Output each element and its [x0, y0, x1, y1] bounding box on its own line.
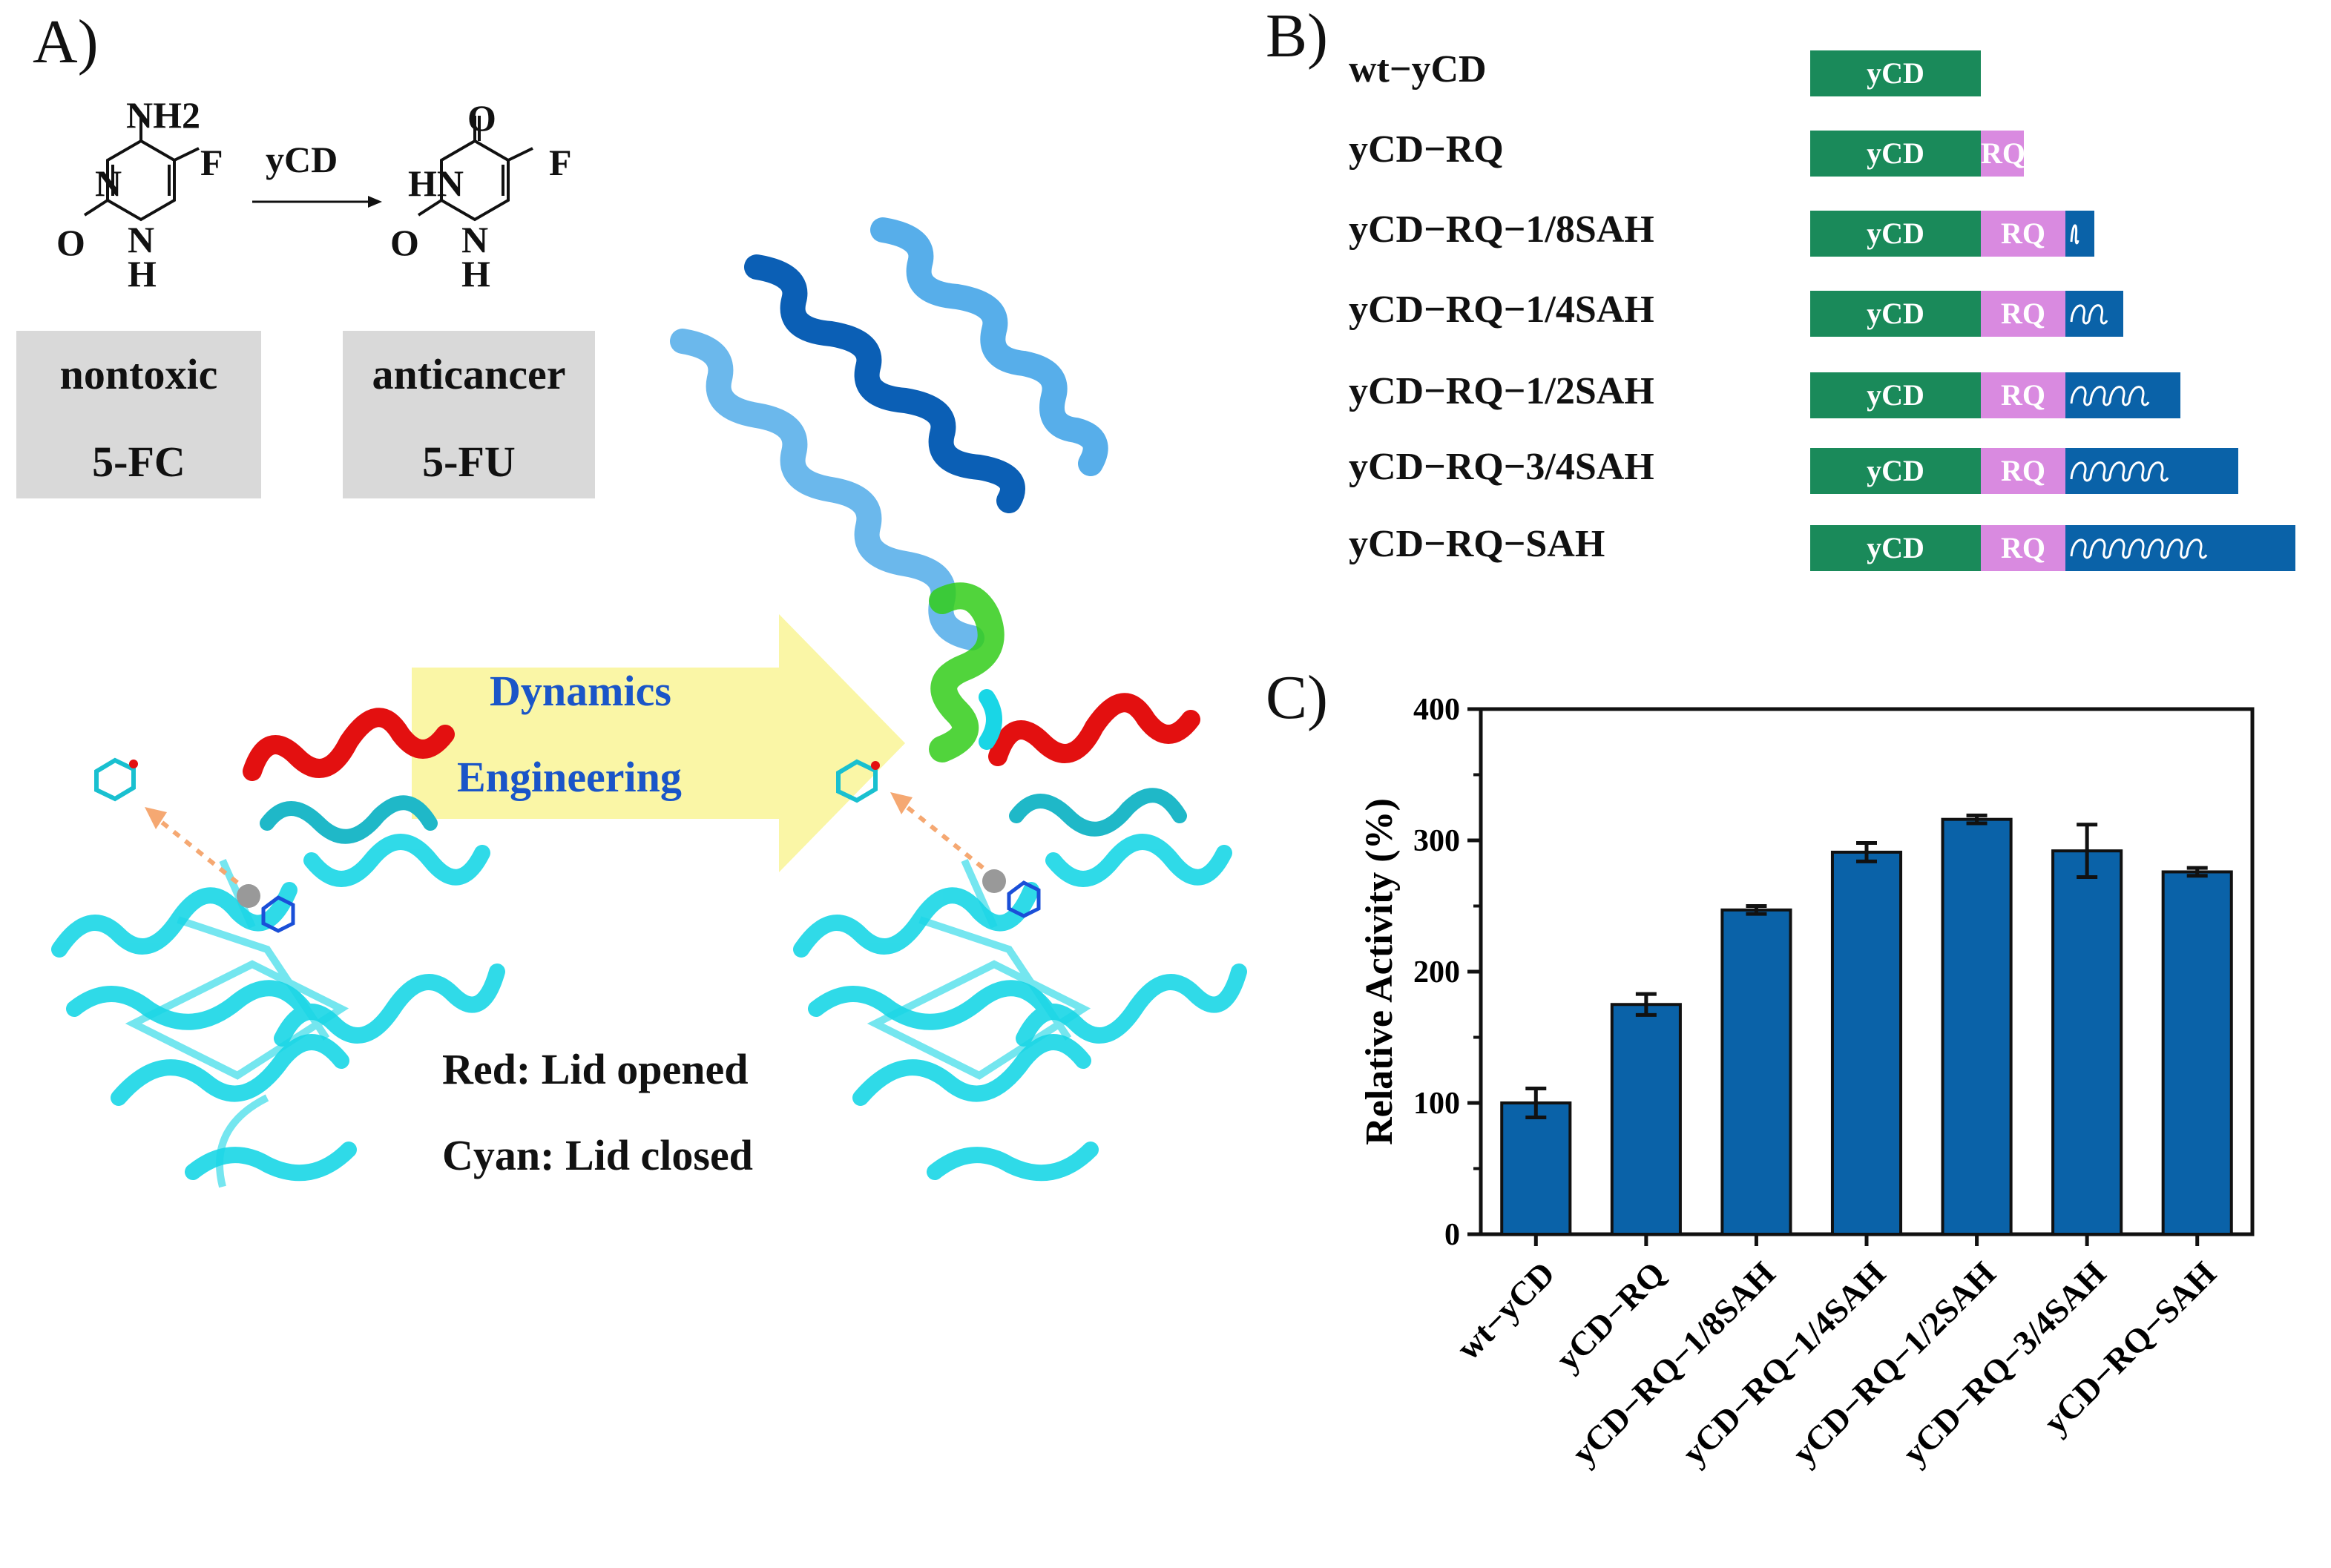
sah-helix-icon — [2070, 386, 2150, 406]
segment-ycd: yCD — [1810, 525, 1981, 571]
x-tick-label: yCD−RQ−1/4SAH — [1674, 1254, 1893, 1472]
segment-rq: RQ — [1981, 211, 2065, 257]
segment-sah — [2065, 211, 2094, 257]
bar — [1830, 850, 1903, 1236]
substrate-name-bottom: 5-FC — [92, 438, 185, 486]
atom-n-2: N — [128, 219, 155, 260]
y-tick-label: 300 — [1413, 824, 1460, 858]
bar — [2161, 870, 2233, 1236]
atom-o-1: O — [56, 222, 85, 263]
panel-a-label: A) — [33, 7, 99, 76]
engineering-arrow — [412, 614, 905, 872]
y-axis-label: Relative Activity (%) — [1358, 798, 1401, 1145]
y-tick-label: 400 — [1413, 693, 1460, 727]
construct-name: yCD−RQ−SAH — [1349, 523, 1605, 565]
segment-rq: RQ — [1981, 131, 2025, 177]
bar — [1500, 1101, 1572, 1236]
segment-ycd: yCD — [1810, 50, 1981, 96]
protein-left — [51, 834, 505, 1182]
sah-helix-icon — [2070, 538, 2208, 559]
product-name-bottom: 5-FU — [422, 438, 516, 486]
panel-b-label: B) — [1266, 1, 1328, 70]
sah-helix-icon — [2070, 461, 2169, 482]
construct-name: yCD−RQ−1/4SAH — [1349, 289, 1654, 331]
x-tick-label: yCD−RQ−1/2SAH — [1785, 1254, 2003, 1472]
segment-sah — [2065, 291, 2123, 337]
construct-name: wt−yCD — [1349, 48, 1487, 90]
atom-hn: HN — [408, 162, 464, 204]
atom-h-2: H — [461, 253, 490, 294]
zinc-ion-left — [237, 884, 260, 908]
sah-helix-light-left — [670, 329, 984, 650]
linker-rq — [929, 582, 1005, 762]
zinc-ion-right — [982, 869, 1006, 893]
bar — [1610, 1003, 1682, 1236]
segment-rq: RQ — [1981, 448, 2065, 494]
atom-o-2: O — [467, 97, 496, 139]
construct-name: yCD−RQ — [1349, 128, 1504, 171]
arrow-text-dynamics: Dynamics — [490, 667, 671, 715]
construct-name: yCD−RQ−1/2SAH — [1349, 370, 1654, 412]
sah-helix-light-right — [870, 217, 1108, 476]
product-box: anticancer 5-FU — [343, 331, 595, 498]
segment-rq: RQ — [1981, 372, 2065, 418]
atom-n-3: N — [461, 219, 489, 260]
legend-lid-opened: Red: Lid opened — [442, 1045, 749, 1093]
segment-ycd: yCD — [1810, 448, 1981, 494]
y-tick-label: 100 — [1413, 1087, 1460, 1121]
reaction-scheme — [83, 114, 533, 222]
segment-rq: RQ — [1981, 525, 2065, 571]
x-tick-label: yCD−RQ−1/8SAH — [1565, 1254, 1783, 1472]
atom-nh2: NH2 — [126, 94, 200, 136]
segment-sah — [2065, 448, 2238, 494]
y-tick-label: 0 — [1444, 1218, 1460, 1252]
bar — [1720, 908, 1792, 1236]
construct-name: yCD−RQ−3/4SAH — [1349, 446, 1654, 488]
substrate-box: nontoxic 5-FC — [16, 331, 261, 498]
bar — [2051, 849, 2123, 1236]
segment-sah — [2065, 525, 2295, 571]
y-tick-label: 200 — [1413, 955, 1460, 989]
segment-ycd: yCD — [1810, 211, 1981, 257]
sah-helix-icon — [2070, 224, 2080, 245]
product-name-top: anticancer — [372, 350, 566, 398]
reaction-enzyme-label: yCD — [266, 139, 338, 180]
atom-h-1: H — [128, 253, 157, 294]
atom-n-1: N — [95, 162, 122, 204]
legend-lid-closed: Cyan: Lid closed — [442, 1131, 753, 1179]
segment-ycd: yCD — [1810, 131, 1981, 177]
sah-helix-dark — [744, 254, 1025, 513]
lid-left — [243, 708, 455, 844]
substrate-name-top: nontoxic — [59, 350, 218, 398]
segment-ycd: yCD — [1810, 291, 1981, 337]
arrow-text-engineering: Engineering — [457, 753, 682, 801]
bar — [1941, 817, 2013, 1236]
x-tick-label: yCD−RQ−3/4SAH — [1896, 1254, 2114, 1472]
protein-right — [793, 834, 1247, 1182]
atom-f-2: F — [549, 142, 572, 183]
panel-c-label: C) — [1266, 663, 1328, 732]
atom-o-3: O — [390, 222, 419, 263]
sah-helix-icon — [2070, 304, 2108, 325]
lid-right — [988, 693, 1200, 837]
construct-name: yCD−RQ−1/8SAH — [1349, 208, 1654, 251]
atom-f-1: F — [200, 142, 223, 183]
segment-sah — [2065, 372, 2180, 418]
protein-illustration — [51, 217, 1247, 1188]
protein-right-core — [867, 858, 1091, 1080]
segment-rq: RQ — [1981, 291, 2065, 337]
segment-ycd: yCD — [1810, 372, 1981, 418]
x-tick-label: wt−yCD — [1449, 1254, 1562, 1367]
